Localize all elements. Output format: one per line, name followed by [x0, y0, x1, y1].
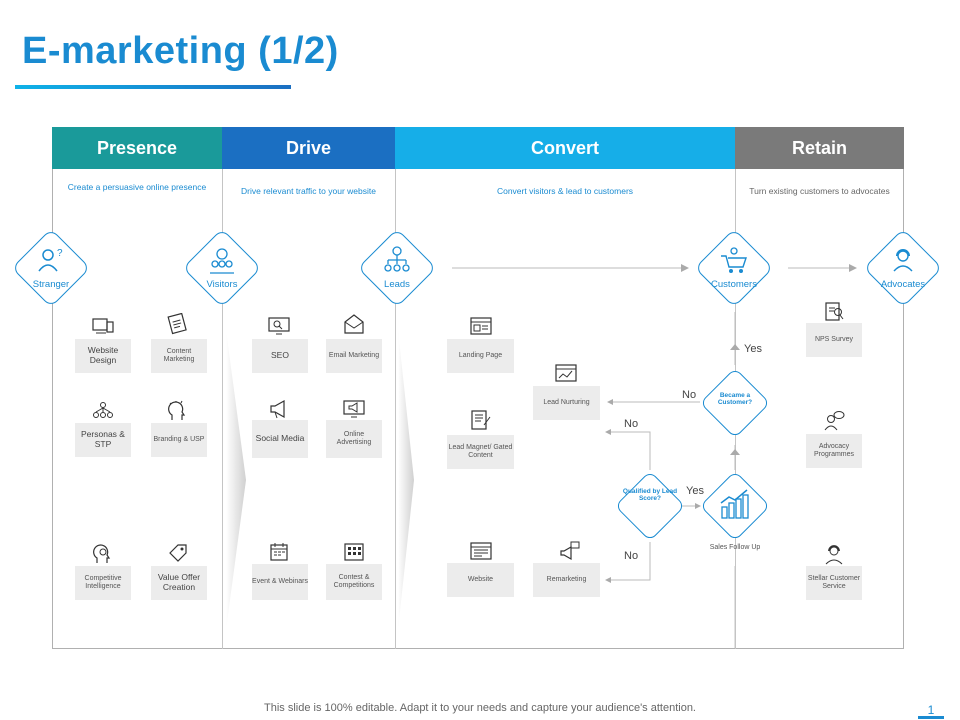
stage-label: Advocates	[880, 279, 926, 290]
item-label: Online Advertising	[336, 430, 372, 446]
flow-label-no: No	[682, 389, 697, 401]
presence-item-box: Value Offer Creation	[151, 566, 207, 600]
item-label: Stellar Customer Service	[807, 574, 861, 590]
monitor-megaphone-icon	[343, 398, 365, 420]
org-chart-icon	[379, 245, 415, 275]
document-pen-icon	[167, 313, 189, 335]
presence-item-box: Website Design	[75, 339, 131, 373]
stage-label: Customers	[711, 279, 757, 290]
browser-icon	[470, 541, 492, 563]
sales-follow-up-label: Sales Follow Up	[709, 544, 761, 551]
item-label: Value Offer Creation	[157, 572, 201, 592]
page-number: 1	[927, 703, 935, 717]
presence-item-box: Branding & USP	[151, 423, 207, 457]
person-question-icon: ?	[33, 245, 69, 275]
svg-text:?: ?	[57, 248, 63, 259]
page-title: E-marketing (1/2)	[22, 30, 339, 72]
item-label: Lead Magnet/ Gated Content	[448, 443, 513, 459]
item-label: Remarketing	[546, 575, 587, 583]
item-label: Branding & USP	[153, 435, 205, 443]
item-label: Landing Page	[458, 351, 503, 359]
item-label: Content Marketing	[163, 347, 195, 363]
retain-item-box: Stellar Customer Service	[806, 566, 862, 600]
stage-label: Leads	[384, 279, 410, 290]
item-label: Advocacy Programmes	[813, 442, 855, 458]
phase-header-presence: Presence	[52, 127, 222, 169]
web-page-icon	[470, 316, 492, 338]
retain-item-box: Advocacy Programmes	[806, 434, 862, 468]
flow-label-no: No	[624, 550, 639, 562]
retain-item-box: NPS Survey	[806, 323, 862, 357]
item-label: SEO	[271, 350, 289, 361]
item-label: Personas & STP	[81, 429, 125, 449]
decision-label: Became a Customer?	[717, 392, 753, 407]
brain-gear-icon	[92, 543, 114, 565]
drive-item-box: Email Marketing	[326, 339, 382, 373]
item-label: Social Media	[255, 433, 305, 444]
stage-label: Visitors	[206, 279, 238, 290]
drive-item-box: Online Advertising	[326, 420, 382, 458]
megaphone-icon	[268, 398, 290, 420]
presence-item-box: Personas & STP	[75, 423, 131, 457]
drive-item-box: SEO	[252, 339, 308, 373]
convert-item-lead-magnet: Lead Magnet/ Gated Content	[447, 435, 514, 469]
item-label: Competitive Intelligence	[84, 574, 122, 590]
item-label: Website	[467, 575, 494, 583]
item-label: Lead Nurturing	[543, 398, 590, 406]
presence-item-box: Content Marketing	[151, 339, 207, 373]
item-label: NPS Survey	[814, 335, 854, 343]
chevron-divider	[398, 330, 414, 630]
browser-chart-icon	[555, 363, 577, 385]
group-globe-icon	[204, 245, 240, 275]
stage-label: Stranger	[32, 279, 70, 290]
decision-label: Qualified by Lead Score?	[622, 488, 678, 503]
devices-icon	[92, 315, 114, 337]
tag-hand-icon	[167, 543, 189, 565]
headset-person-icon	[823, 543, 845, 565]
drive-item-box: Social Media	[252, 420, 308, 458]
envelope-icon	[343, 313, 365, 335]
clipboard-search-icon	[823, 300, 845, 322]
convert-item-remarketing: Remarketing	[533, 563, 600, 597]
convert-item-website: Website	[447, 563, 514, 597]
flow-label-no: No	[624, 418, 639, 430]
page-number-underline	[918, 716, 944, 719]
head-idea-icon	[167, 400, 189, 422]
building-icon	[343, 541, 365, 563]
item-label: Email Marketing	[328, 351, 380, 359]
footer-note: This slide is 100% editable. Adapt it to…	[264, 702, 696, 714]
column-divider	[222, 169, 223, 649]
item-label: Event & Webinars	[252, 577, 308, 585]
phase-subtitle: Create a persuasive online presence	[67, 182, 207, 192]
phase-header-convert: Convert	[395, 127, 735, 169]
drive-item-box: Contest & Competitions	[326, 564, 382, 600]
convert-item-landing-page: Landing Page	[447, 339, 514, 373]
drive-item-box: Event & Webinars	[252, 564, 308, 600]
phase-subtitle: Convert visitors & lead to customers	[496, 186, 634, 196]
people-network-icon	[92, 400, 114, 422]
growth-chart-icon	[717, 486, 753, 522]
phase-subtitle: Turn existing customers to advocates	[749, 186, 890, 196]
chevron-divider	[226, 330, 246, 630]
presence-item-box: Competitive Intelligence	[75, 566, 131, 600]
document-pen-icon	[470, 409, 492, 431]
title-underline	[15, 85, 291, 89]
monitor-search-icon	[268, 315, 290, 337]
item-label: Website Design	[87, 345, 119, 365]
column-divider	[395, 169, 396, 649]
headset-person-icon	[885, 245, 921, 275]
calendar-icon	[268, 541, 290, 563]
phase-header-drive: Drive	[222, 127, 395, 169]
shopping-cart-icon	[716, 245, 752, 275]
flow-label-yes: Yes	[744, 343, 762, 355]
person-chat-icon	[823, 410, 845, 432]
megaphone-chat-icon	[558, 541, 580, 563]
phase-header-retain: Retain	[735, 127, 904, 169]
convert-item-lead-nurturing: Lead Nurturing	[533, 386, 600, 420]
phase-subtitle: Drive relevant traffic to your website	[241, 186, 376, 196]
flow-label-yes: Yes	[686, 485, 704, 497]
item-label: Contest & Competitions	[333, 573, 375, 589]
